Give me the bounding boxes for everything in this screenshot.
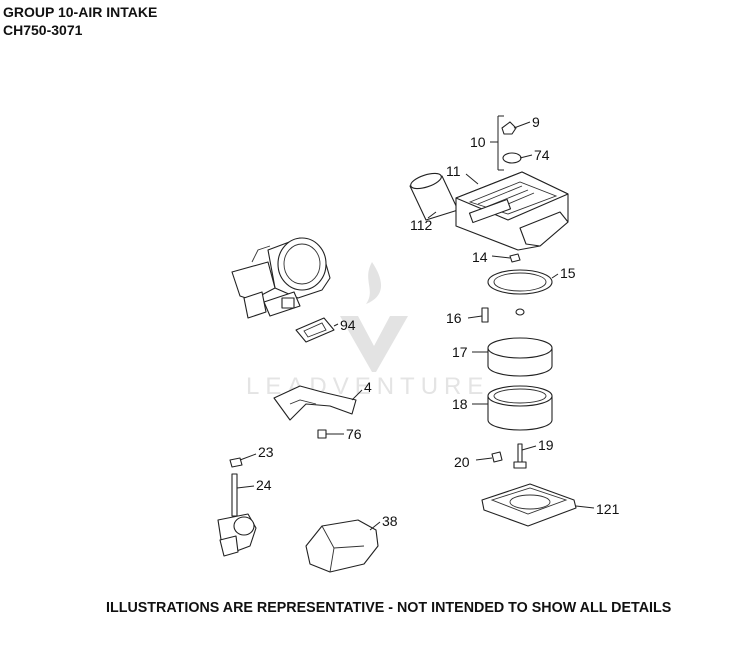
- callout-16: 16: [446, 310, 462, 326]
- part-air-cleaner-cover-11[interactable]: [455, 171, 569, 251]
- part-base-121[interactable]: [481, 483, 577, 527]
- callout-76: 76: [346, 426, 362, 442]
- callout-20: 20: [454, 454, 470, 470]
- callout-15: 15: [560, 265, 576, 281]
- part-stud-19[interactable]: [513, 443, 527, 469]
- disclaimer-note: ILLUSTRATIONS ARE REPRESENTATIVE - NOT I…: [106, 600, 672, 616]
- callout-14: 14: [472, 249, 488, 265]
- part-clamp-23[interactable]: [229, 457, 243, 468]
- part-knob-9[interactable]: [501, 121, 517, 135]
- part-nut-20[interactable]: [491, 451, 503, 463]
- leader-lines: [236, 121, 595, 531]
- callout-10: 10: [470, 134, 486, 150]
- part-small-nut[interactable]: [515, 308, 525, 316]
- callout-112: 112: [410, 217, 433, 233]
- callout-18: 18: [452, 396, 468, 412]
- callout-19: 19: [538, 437, 554, 453]
- callout-4: 4: [364, 379, 372, 395]
- part-filter-18[interactable]: [487, 385, 553, 431]
- part-nut-14[interactable]: [509, 253, 521, 263]
- part-spacer-16[interactable]: [481, 307, 489, 323]
- callout-38: 38: [382, 513, 398, 529]
- part-seal-74[interactable]: [502, 152, 522, 164]
- part-tube-24[interactable]: [231, 473, 238, 517]
- callout-17: 17: [452, 344, 468, 360]
- callout-24: 24: [256, 477, 272, 493]
- callout-9: 9: [532, 114, 540, 130]
- part-plate-15[interactable]: [487, 269, 553, 295]
- callout-121: 121: [596, 501, 620, 517]
- part-precleaner-17[interactable]: [487, 337, 553, 377]
- part-bracket-4[interactable]: [273, 385, 357, 421]
- part-elbow[interactable]: [217, 513, 257, 557]
- part-gasket-94[interactable]: [295, 317, 335, 343]
- callout-74: 74: [534, 147, 550, 163]
- part-cover-38[interactable]: [305, 519, 379, 573]
- diagram-title: GROUP 10-AIR INTAKE: [3, 4, 158, 20]
- part-intake-housing[interactable]: [231, 237, 331, 319]
- callout-94: 94: [340, 317, 356, 333]
- model-number: CH750-3071: [3, 22, 83, 38]
- callout-11: 11: [446, 163, 461, 179]
- callout-23: 23: [258, 444, 274, 460]
